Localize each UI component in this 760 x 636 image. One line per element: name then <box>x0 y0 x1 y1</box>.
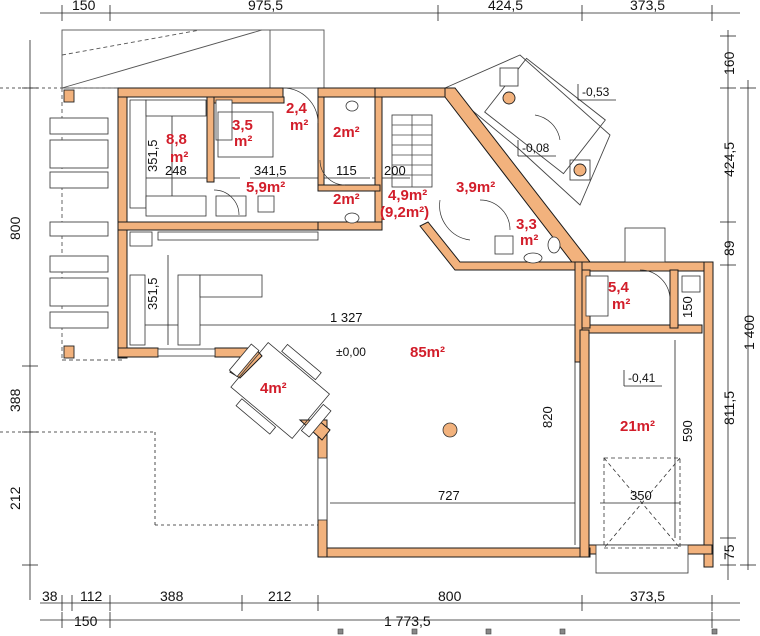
room-kitchen-unit: m² <box>170 149 188 166</box>
dim-top-1: 975,5 <box>248 0 283 13</box>
dim-inner-v0: 351,5 <box>145 139 160 172</box>
dim-inner-h1: 248 <box>165 163 187 178</box>
dim-right-2: 89 <box>721 240 737 256</box>
dim-right-3: 1 400 <box>741 315 757 350</box>
dim-left-0: 800 <box>7 216 23 240</box>
dim-bottom-3: 212 <box>268 588 292 604</box>
room-bath-area: 3,3 <box>516 216 537 233</box>
room-hall-small-unit: m² <box>290 117 308 134</box>
level-garage: -0,41 <box>628 371 656 385</box>
room-stair-hall: 4,9m² <box>388 187 427 204</box>
room-bay: 4m² <box>260 380 287 397</box>
room-hall-small-area: 2,4 <box>286 100 308 117</box>
dim-right-5: 75 <box>721 544 737 560</box>
dim-bottom-1: 112 <box>80 588 103 604</box>
room-hall: 5,9m² <box>246 179 285 196</box>
level-ground: ±0,00 <box>336 345 366 359</box>
dim-inner-v3: 590 <box>680 420 695 442</box>
room-wc-top: 2m² <box>333 124 360 141</box>
room-pantry-area: 3,5 <box>232 117 253 134</box>
room-bath-unit: m² <box>520 232 538 249</box>
dim-inner-h2: 115 <box>336 163 357 178</box>
dim-inner-v4: 150 <box>680 296 695 318</box>
dim-bottom-5: 373,5 <box>630 588 665 604</box>
top-right-terrace <box>444 54 611 206</box>
dim-inner-v1: 351,5 <box>145 277 160 310</box>
dim-top-2: 424,5 <box>488 0 523 13</box>
dim-left-2: 212 <box>7 486 23 510</box>
dim-left-1: 388 <box>7 388 23 412</box>
room-utility-unit: m² <box>612 296 630 313</box>
dim-inner-h6: 350 <box>630 488 652 503</box>
dim-top-0: 150 <box>72 0 96 13</box>
walls <box>117 87 714 568</box>
room-labels: 8,8 m² 3,5 m² 2,4 m² 2m² 5,9m² 2m² 4,9m²… <box>166 100 655 435</box>
dim-bottom-2: 388 <box>160 588 184 604</box>
room-living: 85m² <box>410 344 445 361</box>
garden-furniture <box>49 117 109 329</box>
dim-right-1: 424,5 <box>721 142 737 177</box>
level-marks: -0,53 -0,08 ±0,00 -0,41 <box>336 84 662 387</box>
room-garage: 21m² <box>620 418 655 435</box>
dim-right-4: 811,5 <box>721 391 737 425</box>
dim-bottom-0: 38 <box>42 588 58 604</box>
room-kitchen-area: 8,8 <box>166 131 187 148</box>
dim-inner-h0: 341,5 <box>254 163 287 178</box>
dim-inner-v2: 820 <box>540 406 555 428</box>
dim-bottom-4: 800 <box>438 588 462 604</box>
dim-bottom2-0: 150 <box>74 613 98 629</box>
room-utility-area: 5,4 <box>608 279 630 296</box>
dim-inner-h3: 200 <box>384 163 406 178</box>
fixtures <box>129 99 701 574</box>
dim-right-0: 160 <box>721 51 737 75</box>
level-terrace-mid: -0,08 <box>522 141 550 155</box>
dim-bottom2-1: 1 773,5 <box>384 613 431 629</box>
level-terrace-top: -0,53 <box>582 85 610 99</box>
dimension-texts: 150 975,5 424,5 373,5 38 112 388 212 800… <box>7 0 757 629</box>
dim-inner-h5: 727 <box>438 488 460 503</box>
room-wc-bottom: 2m² <box>333 191 360 208</box>
room-stair-hall-total: (9,2m²) <box>380 204 429 221</box>
room-hall-right: 3,9m² <box>456 179 495 196</box>
dim-inner-h4: 1 327 <box>330 310 363 325</box>
dimension-lines <box>0 5 756 628</box>
footer-marks <box>337 628 718 635</box>
door-swings <box>213 87 671 301</box>
room-pantry-unit: m² <box>234 133 252 150</box>
dim-top-3: 373,5 <box>630 0 665 13</box>
